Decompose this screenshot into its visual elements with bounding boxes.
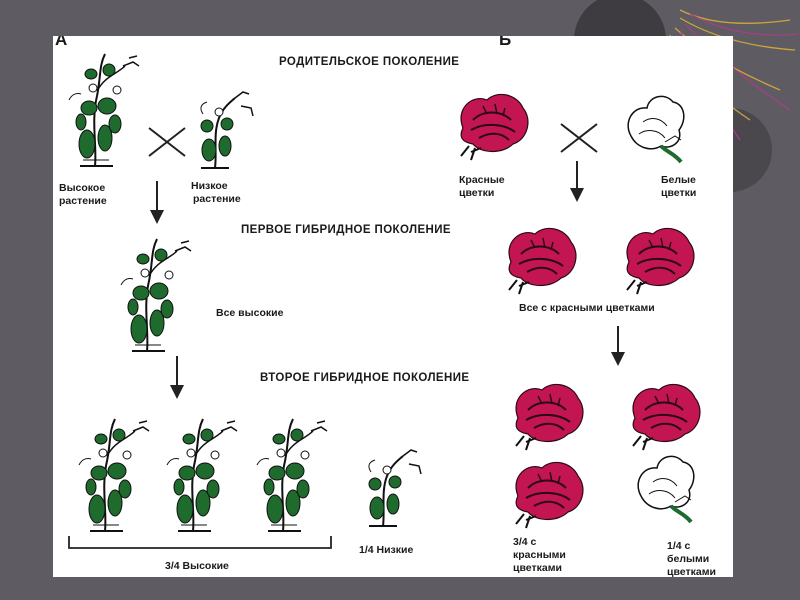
arrow-a1 — [150, 210, 164, 224]
red-flower-f1-2 — [626, 227, 695, 295]
label-one-quarter-short: 1/4 Низкие — [359, 544, 414, 556]
cross-symbol-a — [148, 127, 186, 157]
panel-letter-a: A — [55, 36, 68, 49]
red-flower-parent — [460, 93, 529, 161]
red-flower-f1-1 — [508, 227, 577, 295]
short-plant-parent — [199, 91, 254, 169]
diagram-slide: A Б РОДИТЕЛЬСКОЕ ПОКОЛЕНИЕ ПЕРВОЕ ГИБРИД… — [53, 36, 733, 577]
label-red-f2-line3: цветками — [513, 562, 562, 574]
label-red-line2: цветки — [459, 187, 495, 199]
label-tall-line2: растение — [59, 195, 107, 207]
label-white-f2-line2: белыми — [667, 553, 710, 565]
label-all-tall: Все высокие — [216, 307, 284, 319]
tall-plant-f2-1 — [78, 418, 150, 532]
red-flower-f2-2 — [632, 383, 701, 451]
tall-plant-parent — [68, 53, 140, 167]
arrow-a2 — [170, 385, 184, 399]
cross-symbol-b — [560, 123, 598, 153]
label-short-line2: растение — [193, 193, 241, 205]
label-red-f2-line1: 3/4 с — [513, 536, 537, 548]
arrow-b1 — [570, 188, 584, 202]
white-flower-f2 — [636, 454, 696, 524]
arrow-b2 — [611, 352, 625, 366]
panel-letter-b: Б — [499, 36, 512, 49]
diagram-artwork — [68, 53, 701, 549]
label-tall-line1: Высокое — [59, 182, 106, 194]
white-flower-parent — [626, 94, 686, 164]
red-flower-f2-3 — [515, 461, 584, 529]
tall-plant-f2-3 — [256, 418, 328, 532]
heading-parent-generation: РОДИТЕЛЬСКОЕ ПОКОЛЕНИЕ — [279, 56, 460, 68]
label-red-f2-line2: красными — [513, 549, 566, 561]
bracket-three-quarters — [68, 536, 332, 549]
label-white-f2-line3: цветками — [667, 566, 716, 577]
label-white-f2-line1: 1/4 с — [667, 540, 691, 552]
tall-plant-f1 — [120, 238, 192, 352]
red-flower-f2-1 — [515, 383, 584, 451]
short-plant-f2 — [367, 449, 422, 527]
label-short-line1: Низкое — [191, 180, 228, 192]
tall-plant-f2-2 — [166, 418, 238, 532]
heading-first-hybrid: ПЕРВОЕ ГИБРИДНОЕ ПОКОЛЕНИЕ — [241, 224, 451, 236]
label-white-line2: цветки — [661, 187, 697, 199]
label-red-line1: Красные — [459, 174, 505, 186]
label-white-line1: Белые — [661, 174, 696, 186]
label-all-red: Все с красными цветками — [519, 302, 655, 314]
heading-second-hybrid: ВТОРОЕ ГИБРИДНОЕ ПОКОЛЕНИЕ — [260, 372, 470, 384]
label-three-quarters-tall: 3/4 Высокие — [165, 560, 229, 572]
